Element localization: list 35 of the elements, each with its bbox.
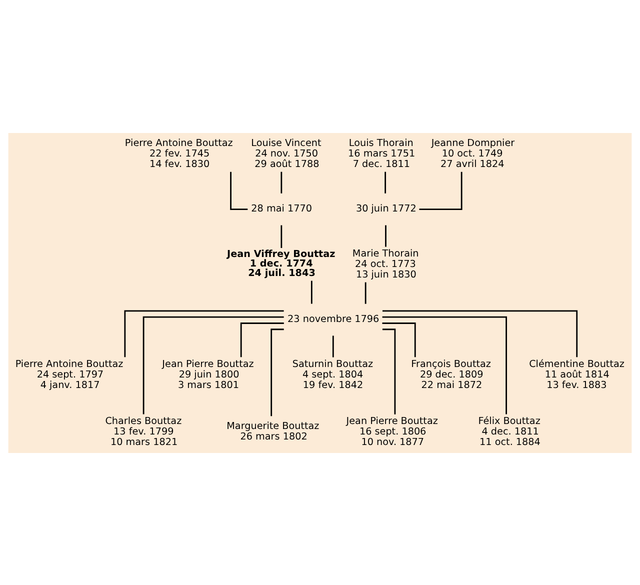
node-text: Saturnin Bouttaz 4 sept. 1804 19 fev. 1842 bbox=[292, 358, 374, 390]
connector bbox=[280, 224, 282, 248]
node-text: Marie Thorain 24 oct. 1773 13 juin 1830 bbox=[352, 248, 419, 280]
node-text: Jean Pierre Bouttaz 16 sept. 1806 10 nov. 1877 bbox=[346, 415, 438, 448]
node-text: Charles Bouttaz 13 fev. 1799 10 mars 1821 bbox=[105, 415, 182, 448]
connector bbox=[382, 328, 396, 414]
node-text: 28 mai 1770 bbox=[251, 203, 312, 214]
node-text: Pierre Antoine Bouttaz 24 sept. 1797 4 janv. 1817 bbox=[15, 358, 124, 390]
node-text: Marguerite Bouttaz 26 mars 1802 bbox=[226, 420, 320, 442]
connector bbox=[310, 280, 312, 304]
connector bbox=[382, 316, 507, 414]
node-text: Louise Vincent 24 nov. 1750 29 août 1788 bbox=[251, 137, 322, 170]
connector bbox=[382, 310, 578, 357]
node-text: 23 novembre 1796 bbox=[288, 314, 380, 325]
connector bbox=[240, 322, 284, 357]
connector bbox=[280, 171, 282, 193]
node-text: François Bouttaz 29 dec. 1809 22 mai 1872 bbox=[411, 358, 491, 390]
connector bbox=[230, 171, 248, 210]
node-text: Félix Bouttaz 4 dec. 1811 11 oct. 1884 bbox=[478, 415, 540, 448]
connector bbox=[270, 328, 284, 416]
connector bbox=[124, 310, 284, 357]
node-text: Louis Thorain 16 mars 1751 7 dec. 1811 bbox=[348, 137, 416, 170]
node-text: 30 juin 1772 bbox=[356, 203, 416, 214]
node-text: Pierre Antoine Bouttaz 22 fev. 1745 14 fev. 1830 bbox=[124, 137, 233, 170]
connector bbox=[385, 224, 386, 246]
node-text: Jeanne Dompnier 10 oct. 1749 27 avril 1824 bbox=[431, 137, 515, 170]
node-text: Jean Viffrey Bouttaz 1 dec. 1774 24 juil. 1843 bbox=[227, 248, 336, 279]
connector bbox=[142, 316, 284, 414]
connector bbox=[382, 322, 416, 357]
connector bbox=[332, 335, 334, 357]
connector bbox=[384, 171, 386, 193]
node-text: Jean Pierre Bouttaz 29 juin 1800 3 mars 1801 bbox=[162, 358, 254, 390]
node-text: Clémentine Bouttaz 11 août 1814 13 fev. 1883 bbox=[529, 358, 624, 390]
connector bbox=[419, 171, 462, 210]
connector bbox=[364, 282, 366, 304]
